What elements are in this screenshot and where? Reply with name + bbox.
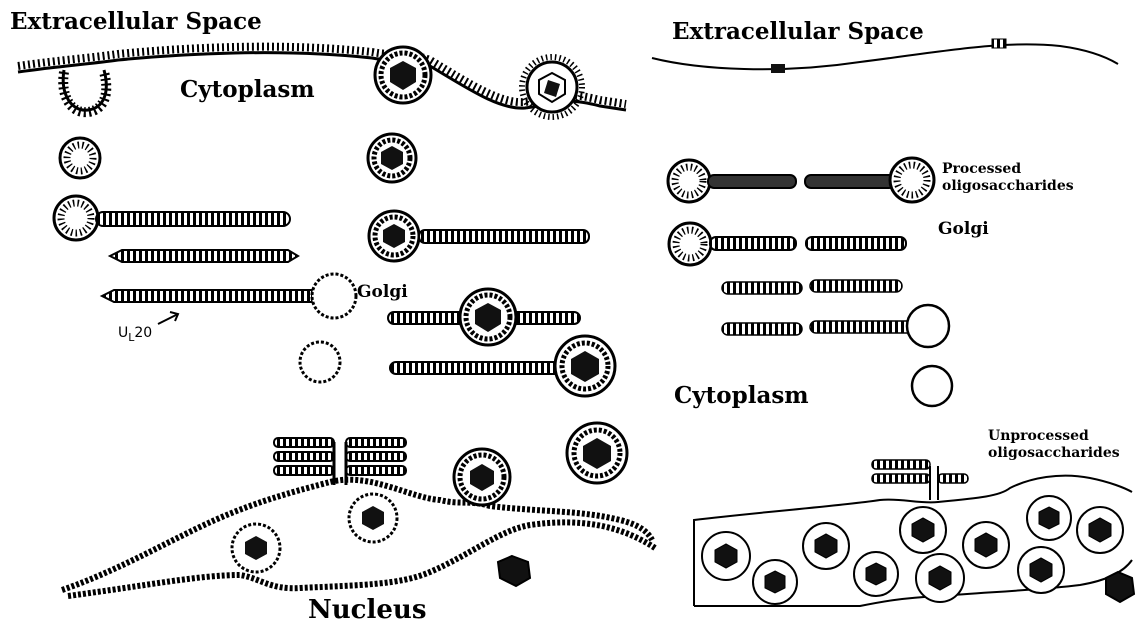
- right-cytoplasm-label: Cytoplasm: [674, 384, 809, 407]
- right-membrane-glycoprotein-2: [992, 39, 1006, 48]
- left-small-vesicle: [300, 342, 340, 382]
- left-vesicle-spiked: [60, 138, 100, 178]
- left-invagination: [63, 70, 106, 112]
- right-golgi-cisterna-4: [806, 237, 906, 250]
- nuclear-virion-2: [349, 494, 397, 542]
- left-cytoplasm-label: Cytoplasm: [180, 78, 315, 101]
- nuclear-virion-1: [232, 524, 280, 572]
- right-nuclear-cisternae: [872, 460, 968, 500]
- ul20-label: UL20: [118, 326, 152, 343]
- right-golgi-cisterna-7: [722, 323, 802, 335]
- right-golgi-label: Golgi: [938, 221, 989, 238]
- right-plasma-membrane: [652, 44, 1118, 69]
- right-extracellular-label: Extracellular Space: [672, 20, 924, 43]
- left-extracellular-label: Extracellular Space: [10, 10, 262, 33]
- left-vesicle-capsid-1: [368, 134, 416, 182]
- left-golgi-stack-3: [102, 274, 356, 318]
- right-golgi-stack-1: [668, 160, 796, 202]
- left-nucleus-label: Nucleus: [308, 597, 426, 623]
- left-golgi-stack-2: [110, 250, 298, 262]
- left-budding-virion-1: [375, 47, 431, 103]
- right-golgi-stack-2: [805, 158, 934, 202]
- nuclear-virion-budding: [454, 449, 510, 505]
- ul20-arrow: [158, 312, 178, 324]
- right-membrane-glycoprotein-1: [771, 64, 785, 73]
- right-unprocessed-label: Unprocessed oligosaccharides: [988, 428, 1120, 462]
- nuclear-naked-capsid: [498, 556, 530, 586]
- left-golgi-label: Golgi: [357, 284, 408, 301]
- right-golgi-cisterna-5: [722, 282, 802, 294]
- left-golgi-stack-1: [54, 196, 290, 240]
- right-golgi-cisterna-6: [810, 280, 902, 292]
- left-golgi-capsid-stack: [369, 211, 589, 261]
- left-golgi-capsid-stack-3: [390, 336, 615, 396]
- left-golgi-capsid-stack-2: [388, 289, 580, 345]
- right-golgi-stack-8: [810, 305, 949, 347]
- right-golgi-stack-3: [669, 223, 796, 265]
- left-free-enveloped-virion: [567, 423, 627, 483]
- right-processed-label: Processed oligosaccharides: [942, 161, 1074, 195]
- right-small-vesicle: [912, 366, 952, 406]
